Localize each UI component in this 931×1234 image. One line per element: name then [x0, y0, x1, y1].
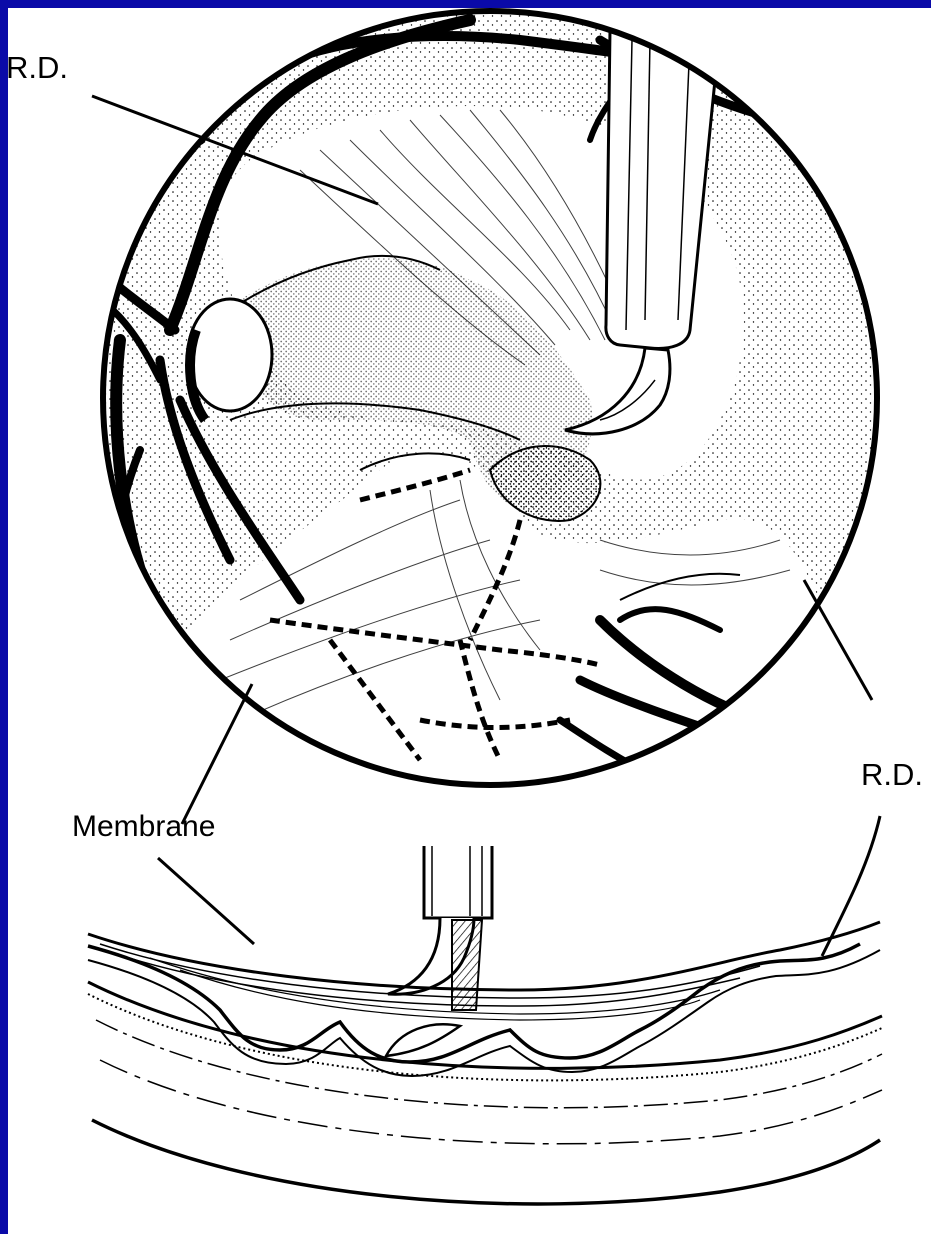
label-membrane: Membrane — [72, 810, 215, 844]
leader-rd-right — [804, 580, 872, 700]
optic-disc — [188, 299, 272, 411]
cross-sclera-inner — [96, 1020, 882, 1108]
leader-membrane-top — [182, 684, 252, 824]
cross-retinal-flap — [386, 1024, 460, 1056]
fundus-view — [100, 11, 877, 800]
leader-rd-cross — [822, 816, 880, 956]
cross-sclera-outer — [92, 1120, 880, 1204]
diagram-sheet: R.D. R.D. Membrane — [8, 8, 931, 1234]
slide-frame-top — [0, 0, 931, 8]
diagram-canvas — [8, 8, 931, 1234]
cross-membrane-top — [88, 922, 880, 990]
label-rd-right: R.D. — [861, 757, 923, 793]
retina-cross-section — [88, 846, 882, 1204]
label-rd-top: R.D. — [8, 50, 68, 86]
leader-membrane-cross — [158, 858, 254, 944]
slide-frame-left — [0, 0, 8, 1234]
